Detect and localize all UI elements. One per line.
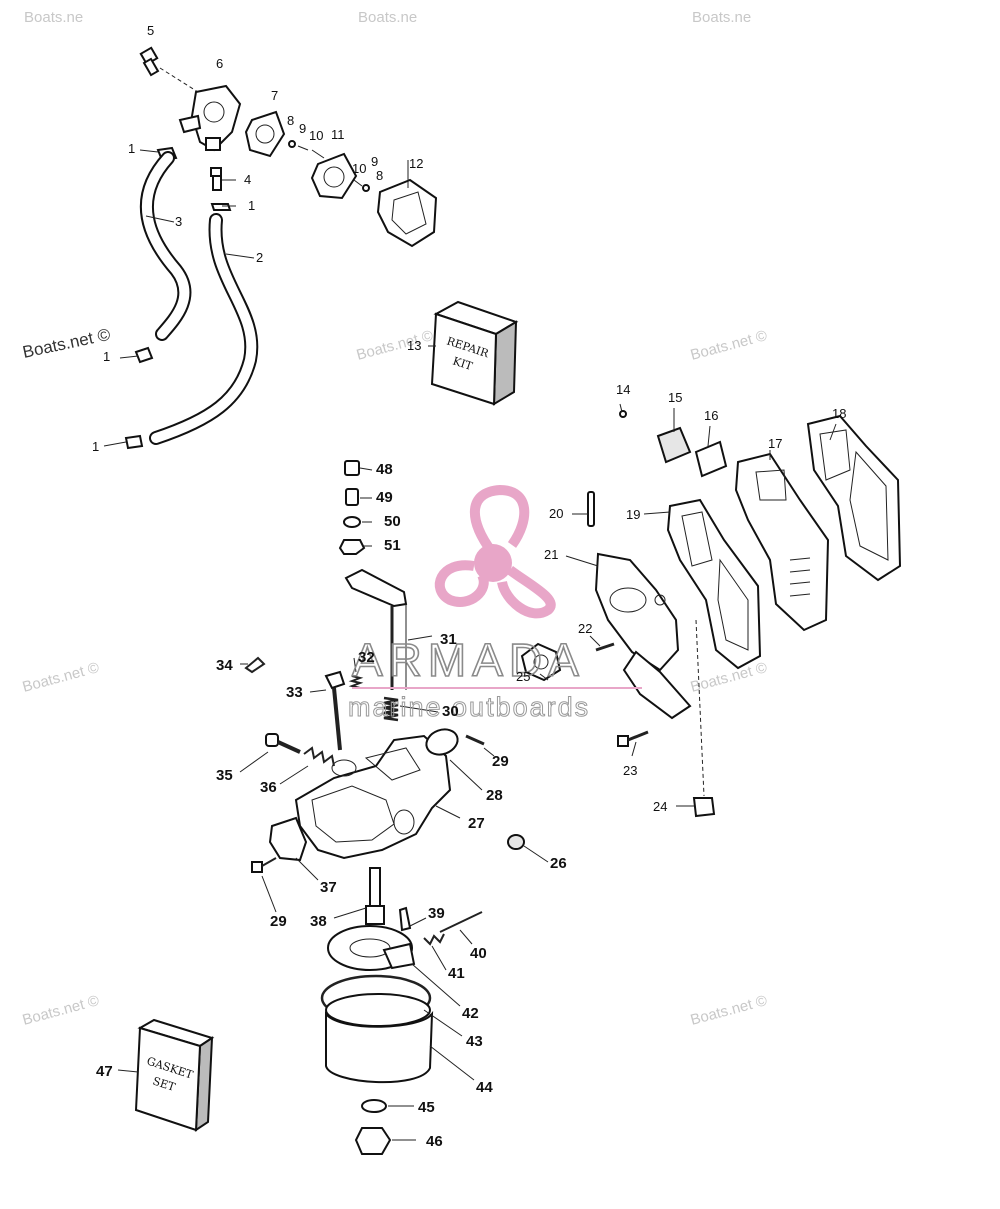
watermark: Boats.ne bbox=[358, 9, 417, 26]
callout-41: 41 bbox=[448, 965, 465, 982]
callout-5: 5 bbox=[147, 23, 154, 38]
callout-7: 7 bbox=[271, 88, 278, 103]
callout-16: 16 bbox=[704, 408, 718, 423]
carburetor-body-icon bbox=[251, 728, 525, 873]
callout-43: 43 bbox=[466, 1033, 483, 1050]
callout-1: 1 bbox=[92, 439, 99, 454]
watermark: Boats.net © bbox=[689, 327, 769, 364]
watermark: Boats.net © bbox=[21, 992, 101, 1029]
callout-37: 37 bbox=[320, 879, 337, 896]
callout-12: 12 bbox=[409, 156, 423, 171]
pump-plate-icon bbox=[244, 110, 286, 158]
callout-8: 8 bbox=[376, 168, 383, 183]
callout-28: 28 bbox=[486, 787, 503, 804]
callout-13: 13 bbox=[407, 338, 421, 353]
leader-lines bbox=[103, 149, 837, 1141]
callout-36: 36 bbox=[260, 779, 277, 796]
pump-cover-icon bbox=[376, 178, 438, 248]
callout-4: 4 bbox=[244, 172, 251, 187]
callout-3: 3 bbox=[175, 214, 182, 229]
callout-1: 1 bbox=[248, 198, 255, 213]
elbow-fitting-icon bbox=[210, 167, 222, 191]
callout-35: 35 bbox=[216, 767, 233, 784]
armada-tagline: marine outboards bbox=[348, 692, 590, 722]
callout-10: 10 bbox=[352, 161, 366, 176]
callout-8: 8 bbox=[287, 113, 294, 128]
callout-20: 20 bbox=[549, 506, 563, 521]
callout-51: 51 bbox=[384, 537, 401, 554]
watermark: Boats.ne bbox=[24, 9, 83, 26]
callout-48: 48 bbox=[376, 461, 393, 478]
watermark: Boats.net © bbox=[689, 992, 769, 1029]
repair-kit-box: REPAIR KIT bbox=[430, 300, 519, 406]
callout-11: 11 bbox=[331, 127, 345, 142]
callout-45: 45 bbox=[418, 1099, 435, 1116]
callout-21: 21 bbox=[544, 547, 558, 562]
callout-30: 30 bbox=[442, 703, 459, 720]
armada-wordmark: ARMADA bbox=[352, 634, 585, 686]
gasket-set-box: GASKET SET bbox=[134, 1018, 215, 1132]
callout-31: 31 bbox=[440, 631, 457, 648]
callout-33: 33 bbox=[286, 684, 303, 701]
fitting-icon bbox=[139, 46, 160, 77]
callout-23: 23 bbox=[623, 763, 637, 778]
callout-39: 39 bbox=[428, 905, 445, 922]
callout-26: 26 bbox=[550, 855, 567, 872]
watermark: Boats.net © bbox=[21, 659, 101, 696]
callout-34: 34 bbox=[216, 657, 233, 674]
watermark: Boats.net © bbox=[21, 325, 113, 362]
callout-9: 9 bbox=[371, 154, 378, 169]
throttle-shaft-icon bbox=[344, 568, 408, 690]
callout-49: 49 bbox=[376, 489, 393, 506]
callout-24: 24 bbox=[653, 799, 667, 814]
callout-25: 25 bbox=[516, 669, 530, 684]
watermark: Boats.net © bbox=[355, 327, 435, 364]
callout-2: 2 bbox=[256, 250, 263, 265]
callout-40: 40 bbox=[470, 945, 487, 962]
float-bowl-group bbox=[320, 867, 483, 1155]
callout-50: 50 bbox=[384, 513, 401, 530]
callout-32: 32 bbox=[358, 649, 375, 666]
repair-kit-label: KIT bbox=[451, 354, 475, 373]
armada-propeller-logo bbox=[434, 485, 556, 619]
fuel-pump-body-icon bbox=[178, 84, 242, 152]
watermark: Boats.ne bbox=[692, 9, 751, 26]
callout-10: 10 bbox=[309, 128, 323, 143]
diaphragm-icon bbox=[310, 152, 358, 200]
intake-group bbox=[520, 410, 902, 818]
callout-1: 1 bbox=[103, 349, 110, 364]
choke-stack bbox=[338, 460, 366, 555]
callout-29: 29 bbox=[270, 913, 287, 930]
callout-19: 19 bbox=[626, 507, 640, 522]
callout-38: 38 bbox=[310, 913, 327, 930]
callout-labels: 5 6 7 8 9 10 11 10 9 8 12 1 4 1 3 2 1 1 … bbox=[92, 23, 846, 1150]
callout-14: 14 bbox=[616, 382, 630, 397]
fuel-pump-group bbox=[124, 46, 438, 450]
callout-29: 29 bbox=[492, 753, 509, 770]
callout-46: 46 bbox=[426, 1133, 443, 1150]
callout-6: 6 bbox=[216, 56, 223, 71]
callout-44: 44 bbox=[476, 1079, 493, 1096]
callout-17: 17 bbox=[768, 436, 782, 451]
callout-22: 22 bbox=[578, 621, 592, 636]
callout-18: 18 bbox=[832, 406, 846, 421]
callout-47: 47 bbox=[96, 1063, 113, 1080]
callout-15: 15 bbox=[668, 390, 682, 405]
callout-27: 27 bbox=[468, 815, 485, 832]
watermark: Boats.net © bbox=[689, 659, 769, 696]
needle-valve-group bbox=[244, 656, 399, 767]
callout-42: 42 bbox=[462, 1005, 479, 1022]
callout-9: 9 bbox=[299, 121, 306, 136]
callout-1: 1 bbox=[128, 141, 135, 156]
